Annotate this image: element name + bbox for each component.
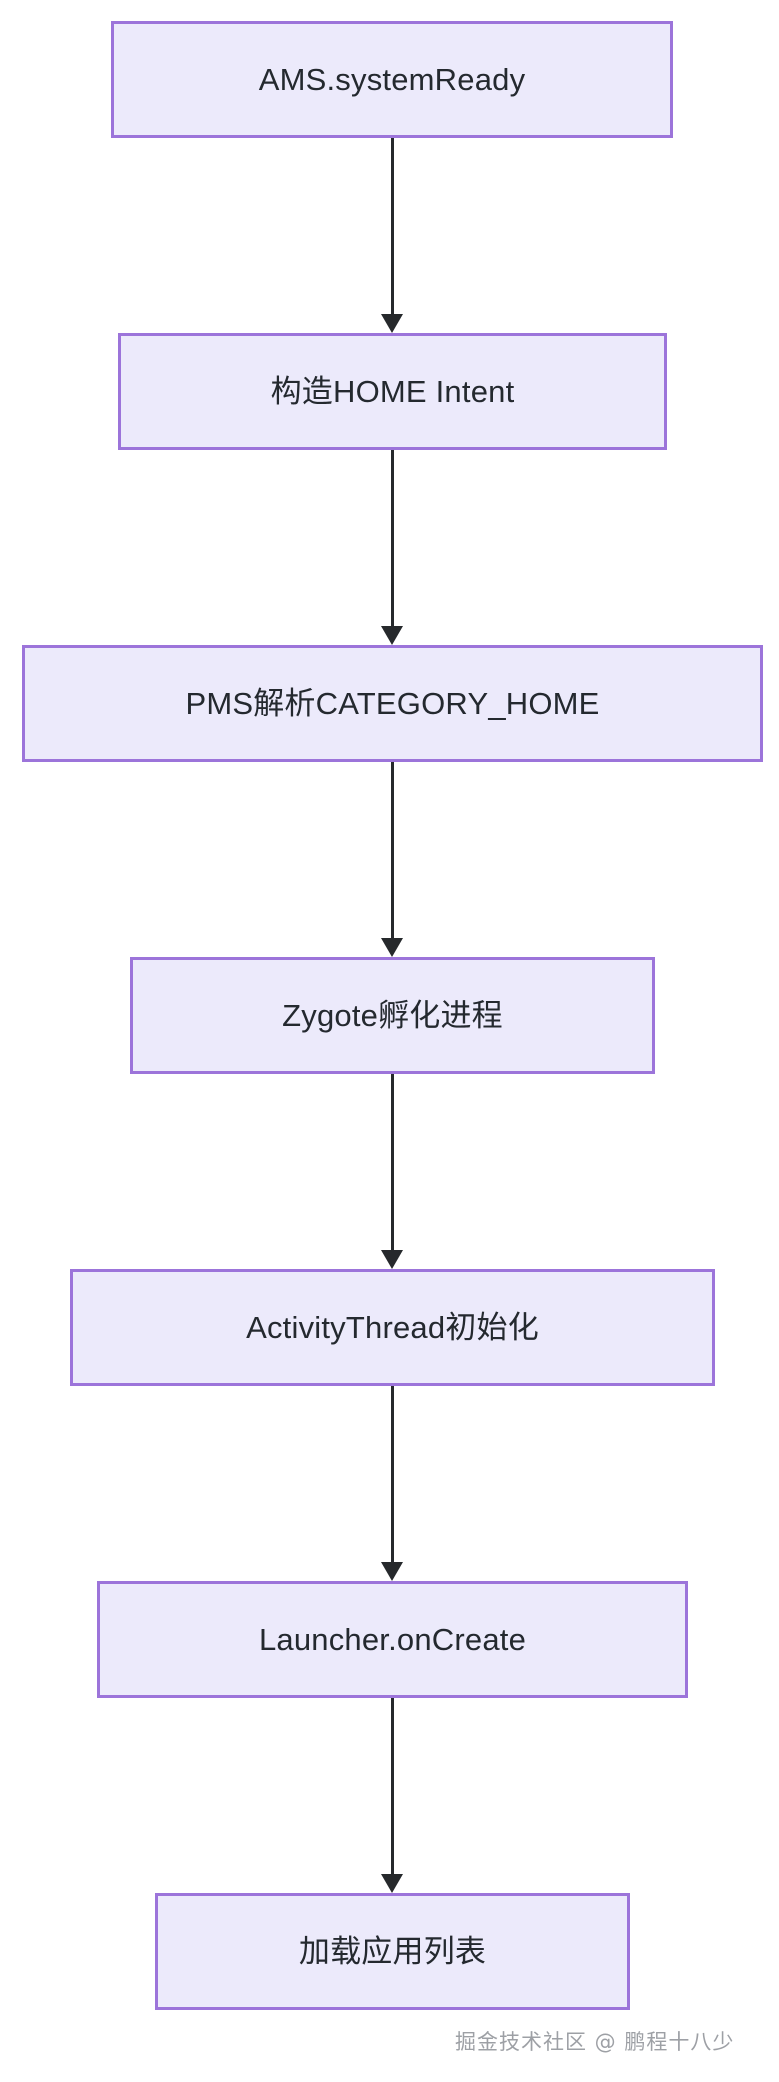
- edge-ams-to-home-intent: [380, 138, 404, 333]
- node-zygote-fork-process[interactable]: Zygote孵化进程: [130, 957, 655, 1074]
- node-label: AMS.systemReady: [258, 61, 526, 97]
- node-ams-system-ready[interactable]: AMS.systemReady: [111, 21, 673, 138]
- node-label: 加载应用列表: [298, 1933, 487, 1969]
- node-launcher-oncreate[interactable]: Launcher.onCreate: [97, 1581, 688, 1698]
- edge-activitythread-to-launcher: [380, 1386, 404, 1581]
- arrowhead-icon: [381, 626, 403, 645]
- arrowhead-icon: [381, 1250, 403, 1269]
- edge-zygote-to-activitythread: [380, 1074, 404, 1269]
- arrowhead-icon: [381, 314, 403, 333]
- edge-home-intent-to-pms: [380, 450, 404, 645]
- edge-line: [390, 1386, 394, 1562]
- edge-line: [390, 1074, 394, 1250]
- node-label: PMS解析CATEGORY_HOME: [185, 685, 600, 721]
- node-label: 构造HOME Intent: [270, 373, 515, 409]
- arrowhead-icon: [381, 1874, 403, 1893]
- node-build-home-intent[interactable]: 构造HOME Intent: [118, 333, 667, 450]
- arrowhead-icon: [381, 1562, 403, 1581]
- edge-pms-to-zygote: [380, 762, 404, 957]
- arrowhead-icon: [381, 938, 403, 957]
- node-label: Zygote孵化进程: [282, 997, 503, 1033]
- edge-line: [390, 450, 394, 626]
- edge-line: [390, 138, 394, 314]
- edge-line: [390, 1698, 394, 1874]
- node-label: ActivityThread初始化: [246, 1309, 539, 1345]
- node-pms-resolve-category-home[interactable]: PMS解析CATEGORY_HOME: [22, 645, 763, 762]
- node-load-app-list[interactable]: 加载应用列表: [155, 1893, 630, 2010]
- node-activitythread-init[interactable]: ActivityThread初始化: [70, 1269, 715, 1386]
- node-label: Launcher.onCreate: [258, 1621, 527, 1657]
- edge-line: [390, 762, 394, 938]
- edge-launcher-to-app-list: [380, 1698, 404, 1893]
- watermark: 掘金技术社区 @ 鹏程十八少: [455, 2030, 735, 2054]
